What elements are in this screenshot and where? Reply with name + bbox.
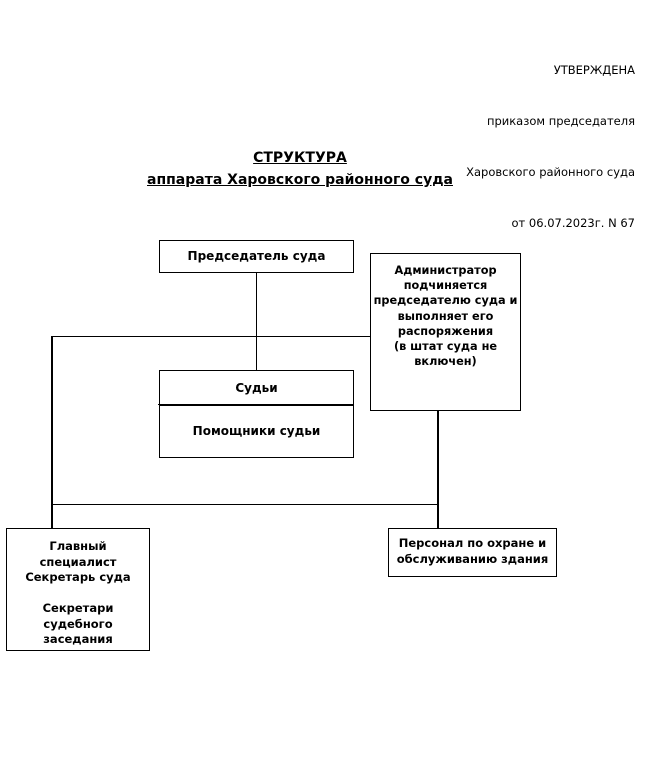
approval-line-3: Харовского районного суда	[466, 165, 635, 179]
approval-line-2: приказом председателя	[486, 114, 635, 128]
node-judges-label: Судьи	[235, 380, 278, 395]
node-building-staff-label: Персонал по охране и обслуживанию здания	[396, 536, 549, 566]
connector-upper-bus	[51, 335, 370, 338]
node-divider	[158, 404, 354, 406]
connector-chairman-to-judges	[255, 272, 258, 371]
approval-line-4: от 06.07.2023г. N 67	[511, 216, 635, 230]
node-building-staff: Персонал по охране и обслуживанию здания	[388, 528, 557, 577]
node-judge-assistants-label: Помощники судьи	[192, 424, 321, 438]
page-title-line-1: СТРУКТУРА	[253, 150, 347, 166]
connector-administrator-spine	[437, 410, 439, 528]
page-title-line-2: аппарата Харовского районного суда	[147, 172, 453, 188]
node-chief-specialist-label: Главный специалист Секретарь суда Секрет…	[25, 539, 131, 646]
approval-line-1: УТВЕРЖДЕНА	[553, 63, 635, 77]
node-administrator-label: Администратор подчиняется председателю с…	[373, 264, 518, 369]
connector-left-spine	[51, 335, 53, 529]
node-administrator: Администратор подчиняется председателю с…	[370, 253, 521, 411]
node-chief-specialist: Главный специалист Секретарь суда Секрет…	[6, 528, 150, 651]
node-chairman-label: Председатель суда	[187, 249, 326, 263]
page-title: СТРУКТУРА аппарата Харовского районного …	[0, 147, 600, 191]
node-chairman: Председатель суда	[159, 240, 354, 273]
connector-lower-bus	[51, 503, 438, 506]
approval-header: УТВЕРЖДЕНА приказом председателя Харовск…	[466, 28, 635, 266]
node-judge-assistants: Помощники судьи	[158, 404, 354, 458]
node-judges: Судьи	[159, 370, 354, 406]
